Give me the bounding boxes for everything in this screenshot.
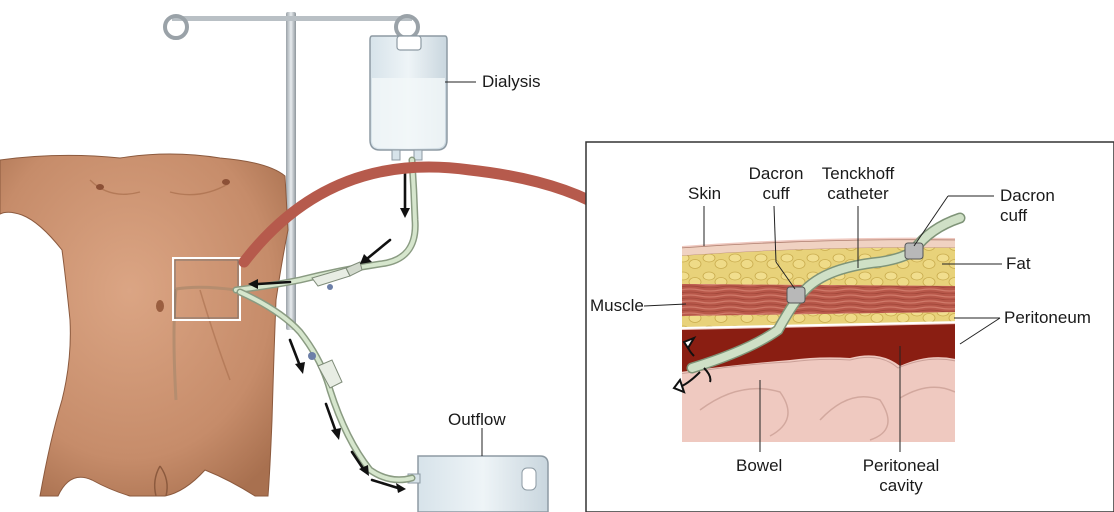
label-skin: Skin	[688, 184, 721, 204]
label-dacron-cuff-2-line1: Dacron	[1000, 186, 1055, 206]
outflow-bag	[408, 456, 548, 512]
human-torso	[0, 154, 288, 496]
label-tenckhoff-line2: catheter	[806, 184, 910, 204]
label-dacron-cuff-2: Dacron cuff	[1000, 186, 1055, 226]
label-outflow: Outflow	[448, 410, 506, 430]
label-peritoneal-cavity: Peritoneal cavity	[846, 456, 956, 496]
label-dacron-cuff-2-line2: cuff	[1000, 206, 1055, 226]
label-peritoneal-cavity-line2: cavity	[846, 476, 956, 496]
label-peritoneum: Peritoneum	[1004, 308, 1091, 328]
label-peritoneal-cavity-line1: Peritoneal	[846, 456, 956, 476]
label-fat: Fat	[1006, 254, 1031, 274]
label-tenckhoff-line1: Tenckhoff	[806, 164, 910, 184]
label-dialysis: Dialysis	[482, 72, 541, 92]
label-tenckhoff-catheter: Tenckhoff catheter	[806, 164, 910, 204]
label-muscle: Muscle	[590, 296, 644, 316]
dialysis-bag	[370, 36, 447, 160]
tissue-cross-section	[680, 230, 960, 450]
label-bowel: Bowel	[736, 456, 782, 476]
